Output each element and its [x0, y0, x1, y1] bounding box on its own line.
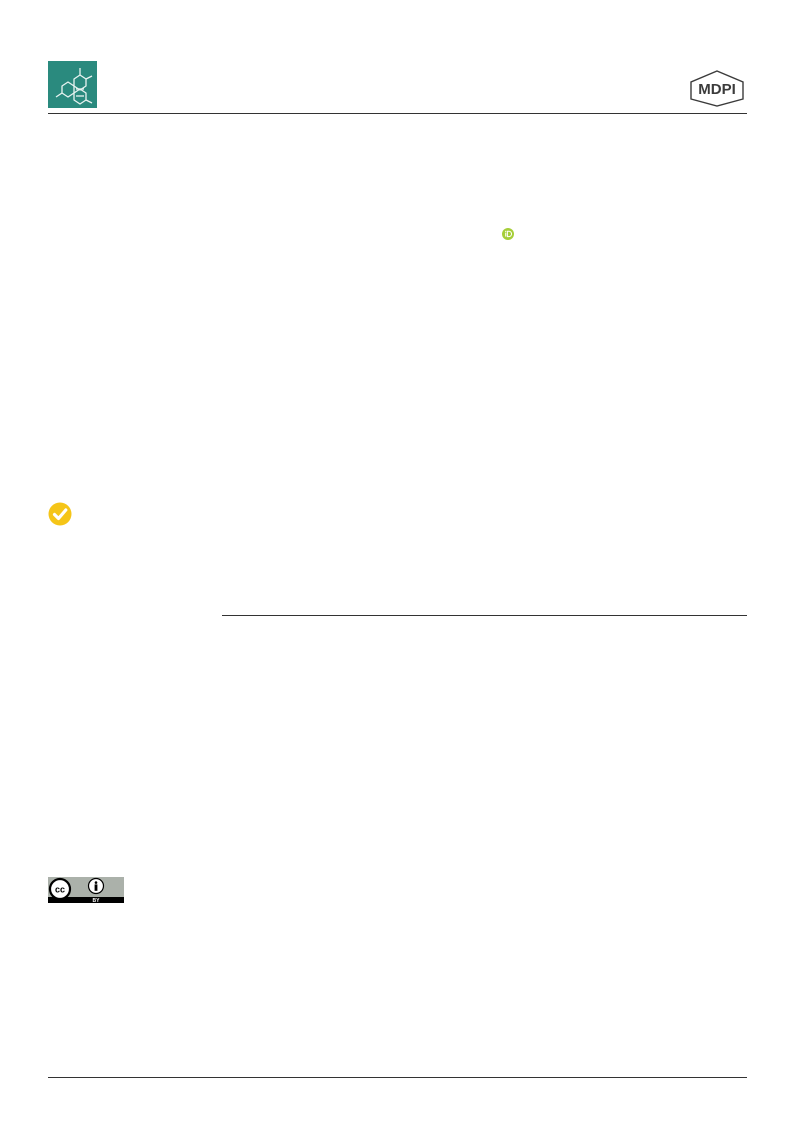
cc-by-icon: cc BY: [48, 877, 124, 903]
abstract-divider: [222, 615, 747, 616]
molecule-icon: [55, 68, 93, 105]
publisher-logo: MDPI: [687, 69, 747, 107]
orcid-link[interactable]: [502, 228, 514, 240]
publisher-logo-text: MDPI: [698, 81, 736, 98]
check-for-updates-button[interactable]: [48, 502, 72, 526]
footer-divider: [48, 1077, 747, 1078]
cc-label: cc: [55, 885, 65, 895]
journal-logo: [48, 61, 97, 108]
mdpi-logo-icon: MDPI: [690, 70, 744, 107]
by-label: BY: [93, 898, 101, 903]
header-divider: [48, 113, 747, 114]
orcid-icon: [502, 228, 514, 240]
check-for-updates-icon: [48, 502, 72, 526]
license-badge[interactable]: cc BY: [48, 877, 124, 903]
